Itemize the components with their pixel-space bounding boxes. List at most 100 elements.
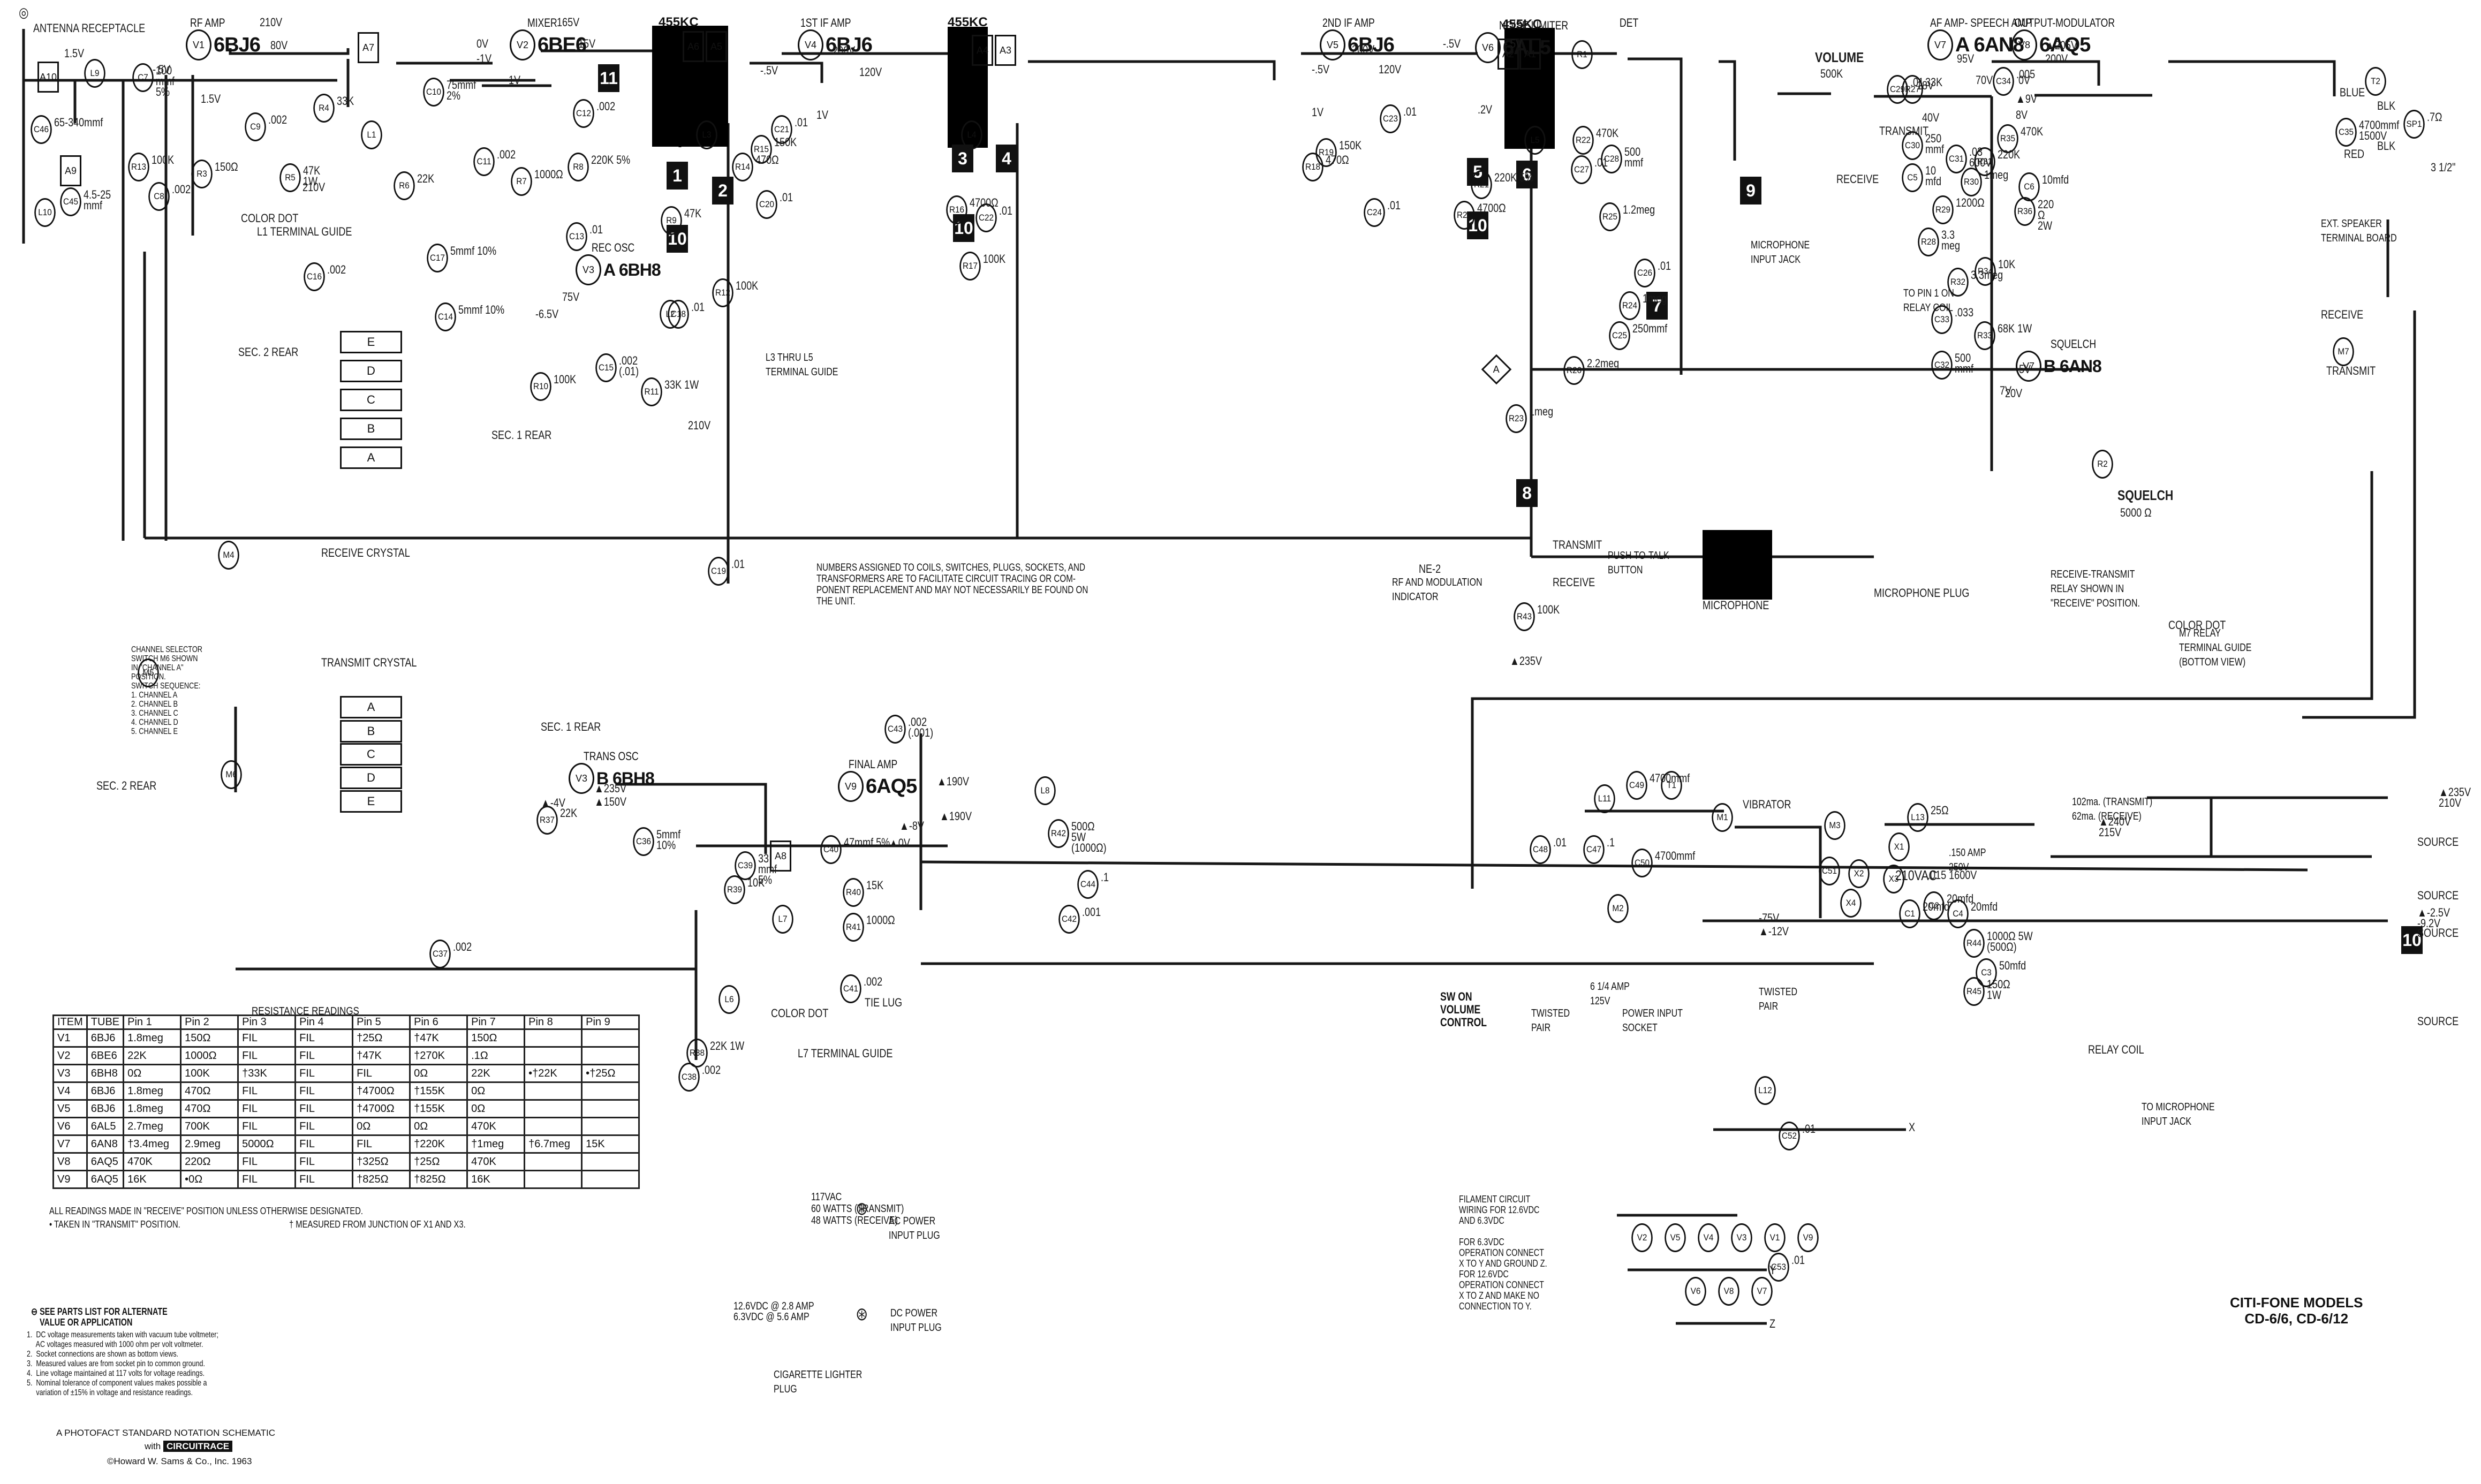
table-cell: FIL [294,1046,354,1065]
component-c26: C26.01 [1633,259,1671,287]
component-ref: R6 [394,171,415,200]
voltage-v5: 120V [1379,63,1402,76]
component-l10: L10 [33,198,57,227]
table-cell: FIL [352,1064,411,1083]
component-ref: C5 [1902,163,1923,192]
component-value: 250mmf [1632,322,1668,335]
component-ref: X4 [1840,889,1862,918]
table-cell [581,1081,640,1101]
component-value: 33K [337,94,354,108]
table-cell: V1 [52,1028,88,1048]
component-ref: C25 [1609,321,1630,350]
table-cell: V4 [52,1081,88,1101]
circuitrace-badge-4: 4 [996,145,1017,172]
component-ref: R16 [946,195,967,224]
tube-ref-v4: V4 [798,29,823,60]
component-ref: C18 [668,300,689,329]
copyright-label: ©Howard W. Sams & Co., Inc. 1963 [107,1456,252,1466]
wire-blue-label: BLUE [2340,86,2365,99]
component-ref: L7 [772,905,793,934]
tube-type-v3a: A 6BH8 [603,260,661,279]
component-ref: C44 [1077,870,1099,899]
component-l7: L7 [771,905,795,934]
component-sp1: SP1.7Ω [2402,110,2442,139]
table-cell: FIL [294,1170,354,1189]
rf-modulation-indicator-label: RF AND MODULATION INDICATOR [1392,577,1482,603]
component-value: .002 [268,113,288,126]
source-label-1: SOURCE [2417,835,2459,849]
readings-note-1: ALL READINGS MADE IN "RECEIVE" POSITION … [49,1206,363,1216]
component-c48: C48.01 [1529,835,1567,864]
stage-label-1st-if-amp: 1ST IF AMP [800,16,851,29]
table-cell: †47K [409,1028,468,1048]
component-c22: C22.01 [974,203,1012,232]
tube-type-v4: 6BJ6 [826,33,873,56]
filament-tube-v9: V9 [1797,1223,1819,1252]
filament-tube-v6: V6 [1685,1277,1706,1306]
voltage-v4: 120V [859,65,882,79]
table-cell: 470Ω [180,1099,239,1118]
tube-v2: V2 6BE6 [510,29,587,60]
stage-label-noise-limiter-visible: NOISE LIMITER [1499,19,1569,32]
alignment-a3: A3 [995,35,1016,66]
source-label-3: SOURCE [2417,926,2459,940]
component-c12: C12.002 [572,99,615,128]
table-cell: 150Ω [180,1028,239,1048]
component-value: 100K [1537,603,1560,616]
to-mic-jack-label: TO MICROPHONE INPUT JACK [2142,1101,2215,1127]
transmit-label-m7-ind: TRANSMIT [1553,538,1602,551]
component-m7: M7 [2332,337,2355,366]
microphone-label: MICROPHONE [1703,599,1769,612]
component-c9: C9.002 [244,112,287,141]
alignment-a6: A6 [683,31,704,62]
table-cell: 6BJ6 [86,1028,125,1048]
component-value: 22K [560,806,578,820]
component-c37: C37.002 [428,940,472,968]
wire-blk-label-2: BLK [2377,139,2396,153]
component-ref: C16 [304,262,325,291]
alignment-a2: A2 [1497,39,1519,70]
component-value: 5mmf 10% [656,828,681,852]
terminal-x: X [1909,1120,1916,1134]
tube-v3b: V3 B 6BH8 [569,763,655,794]
component-ref: C2 [1923,891,1945,920]
component-ref: C36 [633,827,654,856]
tx-crystal-c: C [340,743,402,766]
component-value: 47K [684,207,702,220]
table-cell: †6.7meg [524,1134,583,1154]
component-ref: R39 [724,875,745,904]
table-cell [581,1170,640,1189]
component-ref: R44 [1963,929,1985,958]
component-value: 500 mmf [1624,145,1644,169]
component-value: .1 [1101,870,1109,884]
component-c38: C38.002 [677,1063,721,1092]
component-value: .01 [1553,836,1567,849]
component-l9: L9 [83,59,107,88]
circuitrace-logo: with CIRCUITRACE [145,1440,233,1453]
component-ref: C52 [1779,1122,1800,1150]
component-ref: R2 [2092,450,2113,479]
model-title: CITI-FONE MODELS CD-6/6, CD-6/12 [2230,1294,2363,1327]
component-value: 15K [866,879,884,892]
table-cell: •0Ω [180,1170,239,1189]
table-cell: FIL [237,1081,297,1101]
table-cell: 700K [180,1117,239,1136]
component-c34: C34.005 [1992,67,2035,96]
tube-type-v8: 6AQ5 [2039,33,2091,56]
filament-note: FILAMENT CIRCUIT WIRING FOR 12.6VDC AND … [1459,1194,1547,1312]
tube-ref-v7b: V7 [2016,351,2041,382]
component-l1: L1 [360,120,383,149]
